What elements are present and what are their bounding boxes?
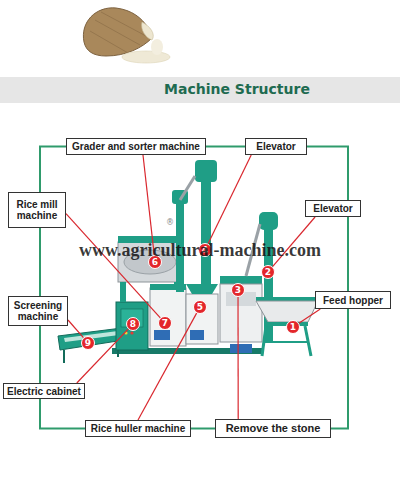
destoner-body: [220, 284, 262, 342]
sack-texture: [90, 12, 146, 53]
spilled-rice: [122, 51, 170, 63]
callout-number: 2: [261, 265, 275, 279]
part-name: Grader and sorter machine: [72, 141, 200, 152]
part-label-box: Grader and sorter machine: [66, 138, 206, 155]
part-name: Remove the stone: [226, 422, 321, 434]
callout-circle-shape: [159, 317, 172, 330]
leader-line: [66, 214, 160, 318]
sack-opening: [142, 22, 154, 40]
part-name: Electric cabinet: [7, 386, 81, 397]
part-name: Screening machine: [9, 300, 67, 322]
callout-number: 1: [286, 320, 300, 334]
frame-line: [307, 147, 348, 201]
frame-line: [191, 428, 215, 430]
part-label-box: Elevator: [245, 138, 307, 155]
callout-circle: 7: [158, 316, 172, 330]
elevator-head: [195, 160, 217, 182]
grader-leg: [120, 282, 126, 302]
callout-circle: 2: [261, 265, 275, 279]
callout-circle: 9: [81, 336, 95, 350]
feed-hopper: [256, 301, 318, 322]
huller-hopper: [186, 284, 218, 294]
callout-circle-shape: [194, 301, 207, 314]
callout-number: 5: [193, 300, 207, 314]
leader-line: [237, 297, 238, 419]
huller-body: [186, 294, 218, 344]
motor: [154, 330, 170, 340]
frame-line: [39, 228, 41, 296]
leader-line: [299, 309, 320, 323]
frame-line: [40, 147, 66, 193]
part-label-box: Elevator: [305, 200, 361, 217]
title-band: [0, 77, 400, 103]
hopper-rim: [256, 297, 318, 301]
part-label-box: Rice huller machine: [85, 420, 191, 437]
callout-circle-shape: [232, 284, 245, 297]
motor: [230, 344, 252, 353]
hopper-brace: [264, 341, 308, 343]
leader-line: [68, 320, 83, 338]
frame-line: [347, 217, 349, 291]
callout-number: 3: [231, 283, 245, 297]
watermark: www.agricultural-machine.com: [60, 240, 340, 261]
cabinet-light: [130, 331, 133, 334]
motor: [190, 330, 204, 340]
callout-circle-shape: [127, 318, 140, 331]
callout-circle: 8: [126, 317, 140, 331]
spilled-rice: [151, 39, 163, 55]
callout-circle: 1: [286, 320, 300, 334]
frame-line: [331, 309, 348, 429]
callout-number: 7: [158, 316, 172, 330]
part-name: Feed hopper: [323, 295, 383, 306]
electric-cabinet: [116, 302, 148, 350]
part-label-box: Screening machine: [8, 296, 68, 326]
elevator-head: [259, 212, 278, 230]
screening-leg: [63, 350, 65, 363]
trademark-sign: ®: [165, 218, 175, 227]
leader-line: [208, 155, 251, 244]
hopper-frame: [264, 322, 308, 326]
rice-sack: [83, 8, 152, 56]
frame-line: [39, 326, 41, 383]
diagram-title: Machine Structure: [137, 81, 337, 97]
rice-mill-body: [150, 288, 186, 346]
callout-circle: 5: [193, 300, 207, 314]
leader-line: [138, 313, 197, 420]
part-label-box: Feed hopper: [315, 291, 391, 309]
callout-circle-shape: [82, 337, 95, 350]
frame-line: [206, 146, 245, 148]
part-name: Rice mill machine: [9, 199, 65, 221]
part-label-box: Electric cabinet: [3, 383, 85, 399]
callout-circle-shape: [287, 321, 300, 334]
leader-line: [77, 329, 128, 383]
part-name: Rice huller machine: [91, 423, 185, 434]
part-name: Elevator: [313, 203, 352, 214]
frame-line: [40, 399, 85, 429]
callout-number: 9: [81, 336, 95, 350]
callout-circle-shape: [262, 266, 275, 279]
destoner-top: [220, 276, 262, 284]
part-label-box: Rice mill machine: [8, 192, 66, 228]
callout-number: 8: [126, 317, 140, 331]
screening-chute: [58, 328, 124, 350]
part-name: Elevator: [256, 141, 295, 152]
callout-circle: 3: [231, 283, 245, 297]
part-label-box: Remove the stone: [215, 419, 331, 438]
elevator-spout: [180, 176, 195, 200]
